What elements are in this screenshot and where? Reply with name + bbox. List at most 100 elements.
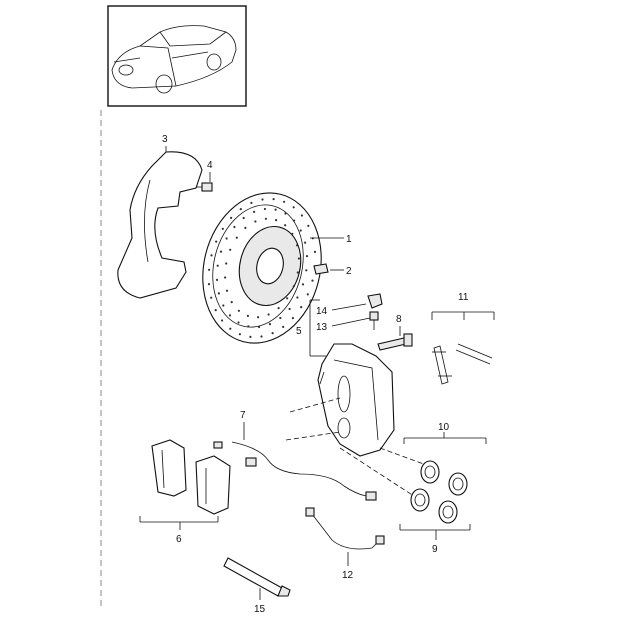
disc-drill-hole xyxy=(277,307,280,310)
disc-drill-hole xyxy=(271,332,274,335)
disc-drill-hole xyxy=(305,269,308,272)
disc-drill-hole xyxy=(261,198,264,201)
disc-drill-hole xyxy=(284,224,287,227)
caliper-bolt xyxy=(377,333,413,351)
pad-wear-sensor xyxy=(231,441,377,501)
caliper-pistons xyxy=(410,460,468,524)
shield-bolt xyxy=(196,182,213,192)
disc-screw xyxy=(313,263,329,275)
disc-drill-hole xyxy=(210,296,213,299)
disc-drill-hole xyxy=(313,250,317,253)
disc-drill-hole xyxy=(292,285,295,288)
disc-drill-hole xyxy=(210,254,213,257)
disc-drill-hole xyxy=(274,208,277,211)
disc-drill-hole xyxy=(299,229,302,232)
disc-drill-hole xyxy=(219,250,223,253)
callout-7: 7 xyxy=(240,410,246,421)
brake-hose xyxy=(305,507,385,550)
callout-14: 14 xyxy=(316,306,328,317)
disc-drill-hole xyxy=(307,224,310,227)
disc-drill-hole xyxy=(242,216,245,220)
disc-drill-hole xyxy=(286,297,289,300)
brake-disc xyxy=(202,192,322,344)
disc-drill-hole xyxy=(295,244,299,247)
disc-drill-hole xyxy=(229,248,232,251)
disc-drill-hole xyxy=(217,292,220,295)
callout-1: 1 xyxy=(346,234,352,245)
disc-drill-hole xyxy=(247,325,250,328)
brake-pads xyxy=(151,439,231,515)
disc-drill-hole xyxy=(297,257,300,260)
disc-drill-hole xyxy=(300,214,303,217)
disc-drill-hole xyxy=(311,279,314,282)
disc-drill-hole xyxy=(214,309,217,312)
callout-15: 15 xyxy=(254,604,266,615)
disc-drill-hole xyxy=(300,306,303,309)
disc-drill-hole xyxy=(254,220,257,223)
disc-drill-hole xyxy=(283,200,286,203)
disc-drill-hole xyxy=(296,296,299,299)
disc-drill-hole xyxy=(237,309,240,312)
callout-8: 8 xyxy=(396,314,402,325)
disc-drill-hole xyxy=(257,316,260,319)
disc-drill-hole xyxy=(235,236,238,239)
callout-5: 5 xyxy=(296,326,302,337)
brake-caliper xyxy=(317,343,395,457)
disc-drill-hole xyxy=(272,198,275,201)
disc-drill-hole xyxy=(264,217,267,220)
disc-drill-hole xyxy=(282,325,285,328)
callout-13: 13 xyxy=(316,322,328,333)
disc-drill-hole xyxy=(268,323,271,326)
disc-drill-hole xyxy=(244,226,247,229)
disc-drill-hole xyxy=(279,316,282,320)
disc-drill-hole xyxy=(306,293,309,296)
disc-drill-hole xyxy=(221,319,224,322)
leader-lines xyxy=(139,146,495,600)
disc-drill-hole xyxy=(304,241,307,244)
callout-12: 12 xyxy=(342,570,354,581)
disc-drill-hole xyxy=(228,314,232,317)
disc-drill-hole xyxy=(267,313,270,316)
callout-11: 11 xyxy=(458,292,469,303)
disc-drill-hole xyxy=(221,227,224,230)
disc-drill-hole xyxy=(224,276,227,279)
grease-tube xyxy=(223,557,291,597)
callout-4: 4 xyxy=(207,160,213,171)
disc-drill-hole xyxy=(229,327,232,330)
callout-10: 10 xyxy=(438,422,450,433)
disc-drill-hole xyxy=(238,333,241,336)
disc-drill-hole xyxy=(230,301,233,304)
disc-drill-hole xyxy=(275,219,278,222)
disc-drill-hole xyxy=(222,304,225,307)
disc-drill-hole xyxy=(230,216,233,219)
disc-drill-hole xyxy=(263,207,266,211)
disc-drill-hole xyxy=(296,271,299,274)
disc-drill-hole xyxy=(249,335,252,338)
disc-drill-hole xyxy=(305,255,309,258)
disc-drill-hole xyxy=(216,264,219,267)
disc-drill-hole xyxy=(284,212,287,215)
disc-drill-hole xyxy=(225,262,228,265)
disc-drill-hole xyxy=(291,317,294,320)
disc-drill-hole xyxy=(288,307,291,311)
callout-labels: 3 4 1 2 14 5 13 8 11 7 10 6 9 12 15 xyxy=(162,134,469,615)
disc-drill-hole xyxy=(233,225,236,229)
disc-drill-hole xyxy=(258,325,261,329)
disc-drill-hole xyxy=(246,314,249,317)
callout-2: 2 xyxy=(346,266,352,277)
callout-9: 9 xyxy=(432,544,438,555)
disc-drill-hole xyxy=(239,208,242,211)
disc-drill-hole xyxy=(253,210,256,213)
vehicle-thumbnail xyxy=(107,5,247,107)
disc-drill-hole xyxy=(301,283,305,286)
disc-drill-hole xyxy=(260,335,263,338)
assembly-guides xyxy=(285,397,441,501)
callout-3: 3 xyxy=(162,134,168,145)
disc-drill-hole xyxy=(215,278,219,281)
disc-drill-hole xyxy=(215,240,218,243)
disc-drill-hole xyxy=(208,268,211,271)
disc-drill-hole xyxy=(292,206,295,209)
disc-drill-hole xyxy=(225,237,228,240)
disc-drill-hole xyxy=(291,232,294,235)
